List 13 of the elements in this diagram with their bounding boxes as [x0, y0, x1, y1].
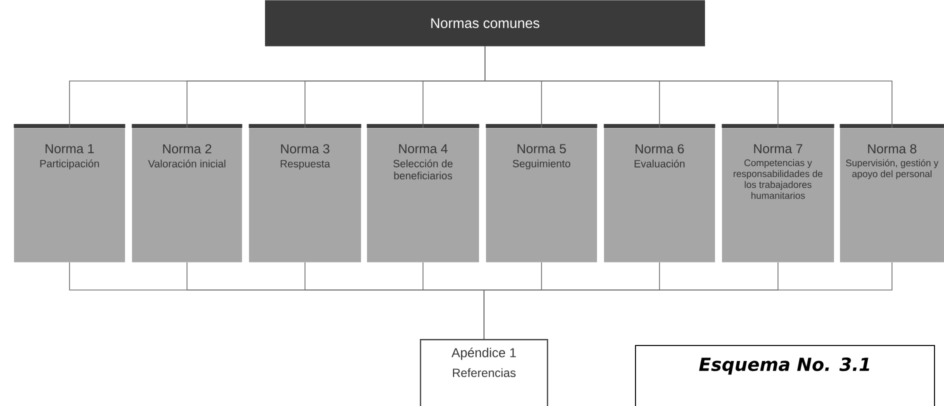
title-box: Normas comunes: [265, 0, 705, 46]
standard-box: Norma 3 Respuesta: [248, 124, 362, 262]
caption-box: Esquema No. 3.1: [635, 345, 935, 406]
standard-box: Norma 2 Valoración inicial: [132, 124, 242, 262]
standard-box: Norma 4 Selección de beneficiarios: [366, 124, 480, 262]
standard-box: Norma 7 Competencias y responsabilidades de los trabajadores humanitarios: [722, 124, 834, 262]
connector-line: [484, 262, 892, 340]
standard-box: Norma 8 Supervisión, gestión y apoyo del personal: [840, 124, 944, 262]
appendix-box: Apéndice 1 Referencias: [420, 338, 548, 406]
standard-box: Norma 5 Seguimiento: [486, 124, 598, 262]
connector-line: [484, 46, 892, 128]
standard-box: Norma 1 Participación: [14, 124, 126, 262]
standard-box: Norma 6 Evaluación: [604, 124, 716, 262]
